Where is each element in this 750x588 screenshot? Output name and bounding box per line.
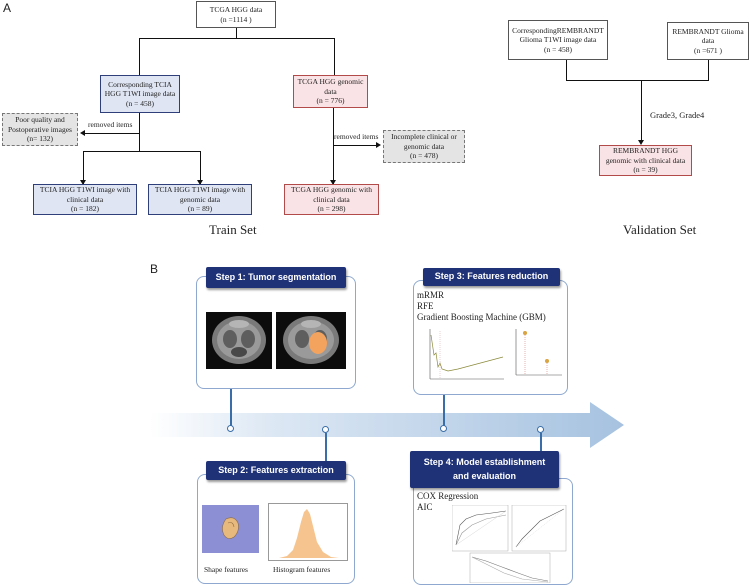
- step3-panel: [413, 280, 568, 395]
- removed-arrow: [333, 145, 377, 146]
- removed-items-label: removed items: [88, 120, 133, 129]
- tcia-t1wi-box: Corresponding TCIA HGG T1WI image data (…: [100, 75, 180, 113]
- arrow-head: [638, 140, 644, 145]
- removed-arrow: [84, 133, 139, 134]
- step3-header: Step 3: Features reduction: [423, 268, 560, 286]
- shape-features-caption: Shape features: [204, 565, 248, 574]
- arrow-head: [376, 142, 381, 148]
- arrow-head: [80, 130, 85, 136]
- model-plots: [451, 504, 568, 584]
- mri-segmented-image: [276, 312, 346, 369]
- removed-items-label: removed items: [334, 132, 379, 141]
- reduction-methods-text: mRMR RFE Gradient Boosting Machine (GBM): [417, 290, 546, 322]
- train-set-title: Train Set: [209, 222, 257, 237]
- incomplete-box: Incomplete clinical or genomic data (n =…: [383, 130, 465, 163]
- histogram-image: [268, 503, 348, 561]
- arrow-head: [330, 180, 336, 185]
- panel-a-label: A: [3, 1, 12, 15]
- connector: [333, 108, 334, 184]
- timeline-connector: [325, 433, 327, 461]
- connector: [708, 60, 709, 81]
- connector: [139, 38, 335, 39]
- connector: [83, 151, 84, 184]
- rembrandt-t1wi-box: CorrespondingREMBRANDT Glioma T1WI image…: [508, 20, 608, 60]
- feature-importance-plot: [510, 325, 565, 387]
- tcga-genomic-clinical-box: TCGA HGG genomic with clinical data (n =…: [284, 184, 379, 215]
- timeline-connector: [540, 433, 542, 453]
- tcia-clinical-box: TCIA HGG T1WI image with clinical data (…: [33, 184, 137, 215]
- panel-b-label: B: [150, 262, 159, 276]
- step4-header: Step 4: Model establishment and evaluati…: [410, 451, 559, 488]
- timeline-node: [440, 425, 447, 432]
- tcga-hgg-data-box: TCGA HGG data (n =1114 ): [196, 1, 276, 28]
- step2-header: Step 2: Features extraction: [206, 461, 346, 480]
- connector: [139, 38, 140, 75]
- arrow-head: [80, 180, 86, 185]
- timeline-arrow: [150, 402, 624, 448]
- histogram-features-caption: Histogram features: [273, 565, 331, 574]
- connector: [139, 113, 140, 152]
- connector: [641, 80, 642, 143]
- connector: [566, 60, 567, 81]
- gbm-plot: [418, 325, 506, 387]
- connector: [334, 38, 335, 75]
- model-methods-text: COX Regression AIC: [417, 491, 479, 512]
- poor-quality-box: Poor quality and Postoperative images (n…: [2, 113, 78, 146]
- shape-feature-image: [202, 505, 259, 553]
- timeline-node: [322, 426, 329, 433]
- timeline-node: [537, 426, 544, 433]
- connector: [236, 28, 237, 38]
- rembrandt-glioma-box: REMBRANDT Glioma data (n =671 ): [667, 22, 749, 60]
- timeline-connector: [230, 388, 232, 426]
- rembrandt-hgg-box: REMBRANDT HGG genomic with clinical data…: [599, 145, 692, 176]
- validation-set-title: Validation Set: [623, 222, 697, 237]
- grade-label: Grade3, Grade4: [650, 110, 705, 120]
- tcia-genomic-result-box: TCIA HGG T1WI image with genomic data (n…: [148, 184, 252, 215]
- arrow-head: [197, 180, 203, 185]
- tcga-genomic-box: TCGA HGG genomic data (n = 776): [293, 75, 368, 108]
- step1-header: Step 1: Tumor segmentation: [206, 267, 346, 288]
- timeline-connector: [443, 395, 445, 427]
- connector: [200, 151, 201, 184]
- connector: [566, 80, 709, 81]
- timeline-node: [227, 425, 234, 432]
- connector: [83, 151, 201, 152]
- mri-image: [206, 312, 272, 369]
